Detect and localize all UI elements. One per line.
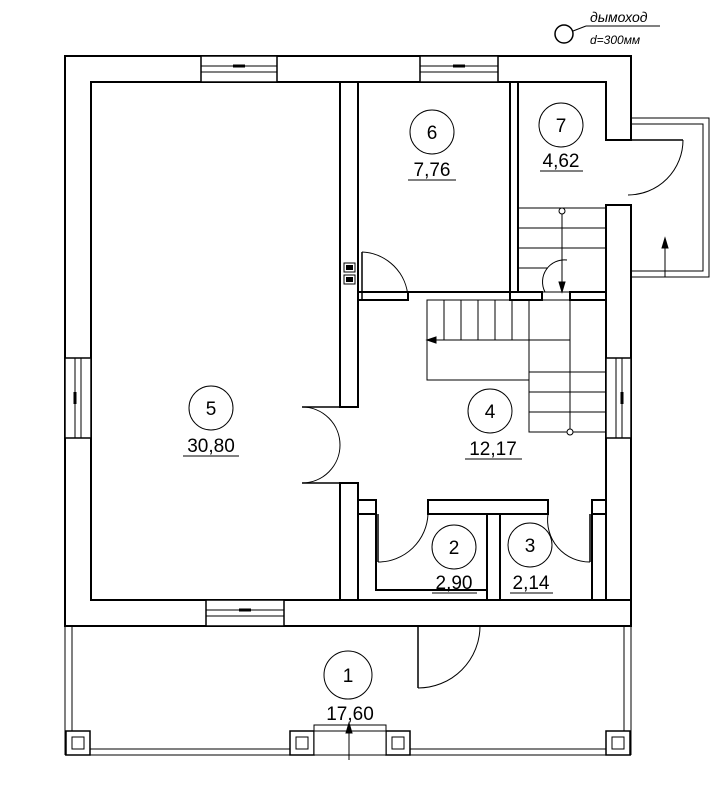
stairs	[425, 207, 607, 436]
room-tag-5: 5 30,80	[183, 385, 239, 457]
terrace	[64, 626, 632, 760]
windows	[64, 55, 632, 627]
vent-grilles	[343, 262, 356, 285]
room-tag-2: 2 2,90	[431, 524, 477, 594]
window-top-left	[200, 55, 278, 83]
room-area: 30,80	[187, 436, 235, 457]
stair-middle	[426, 299, 570, 381]
room-number: 5	[206, 399, 217, 420]
door-room-6	[361, 251, 409, 300]
chimney-icon	[554, 24, 574, 44]
room-number: 4	[485, 402, 496, 423]
door-room-2	[377, 513, 429, 563]
window-top-right	[419, 55, 499, 83]
room-tags: 5 30,80 6 7,76 7 4,62 4 12,17 2 2,90	[183, 102, 584, 725]
doors	[301, 139, 684, 689]
room-outlines	[339, 82, 606, 600]
window-bottom	[205, 599, 285, 627]
stair-lower	[425, 300, 607, 436]
room-area: 2,14	[513, 573, 550, 594]
chimney-label: дымоход	[590, 9, 648, 25]
room-tag-3: 3 2,14	[507, 522, 553, 594]
side-entrance-steps	[631, 117, 710, 278]
room-number: 7	[556, 116, 567, 137]
stair-upper	[517, 207, 607, 294]
inner-walls	[66, 57, 630, 625]
room-number: 1	[343, 666, 354, 687]
room-area: 2,90	[436, 573, 473, 594]
room-tag-4: 4 12,17	[465, 388, 522, 460]
door-entrance	[417, 625, 481, 689]
door-room-5	[301, 406, 341, 484]
door-room-7	[627, 139, 684, 196]
room-area: 7,76	[414, 160, 451, 181]
chimney-note: дымоход d=300мм	[554, 9, 660, 47]
room-number: 3	[525, 536, 536, 557]
room-tag-7: 7 4,62	[538, 102, 584, 172]
room-area: 12,17	[469, 439, 517, 460]
room-number: 6	[427, 123, 438, 144]
room-area: 17,60	[326, 704, 374, 725]
room-tag-1: 1 17,60	[323, 650, 374, 725]
room-number: 2	[449, 538, 460, 559]
wall-outlines	[64, 55, 632, 627]
room-area: 4,62	[543, 151, 580, 172]
door-room-3	[547, 513, 591, 563]
window-right	[605, 357, 632, 439]
chimney-size: d=300мм	[590, 33, 640, 47]
window-left	[64, 357, 92, 439]
room-tag-6: 6 7,76	[408, 109, 456, 181]
